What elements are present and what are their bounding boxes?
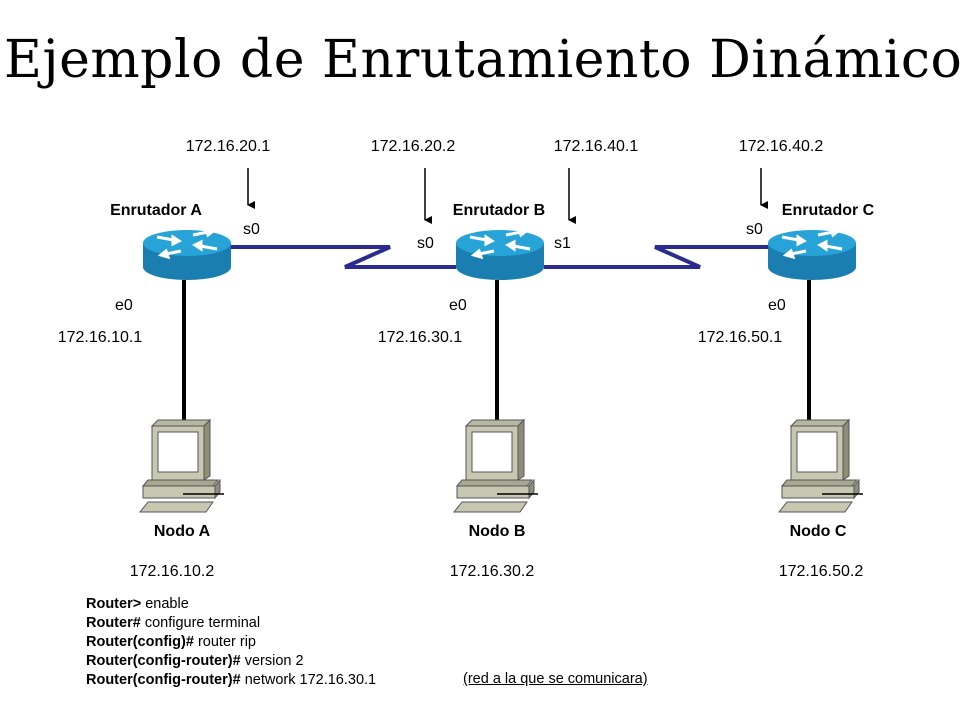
interface-label: s0: [417, 235, 434, 252]
command-line: Router(config-router)# version 2: [86, 652, 376, 671]
router-name: Enrutador A: [110, 202, 202, 219]
router-a-icon[interactable]: [141, 227, 233, 282]
serial-link-b-c: [544, 245, 768, 269]
prompt: Router(config)#: [86, 634, 194, 650]
prompt: Router(config-router)#: [86, 653, 241, 669]
interface-label: s1: [554, 235, 571, 252]
interface-label: s0: [746, 221, 763, 238]
ip-label: 172.16.50.1: [698, 329, 783, 346]
command: router rip: [193, 634, 256, 650]
command: network 172.16.30.1: [240, 672, 377, 688]
command-line: Router# configure terminal: [86, 614, 376, 633]
ip-label: 172.16.30.2: [450, 563, 535, 580]
ip-label: 172.16.10.1: [58, 329, 143, 346]
interface-label: s0: [243, 221, 260, 238]
ip-label: 172.16.30.1: [378, 329, 463, 346]
ip-label: 172.16.20.1: [186, 138, 271, 155]
router-name: Enrutador C: [782, 202, 875, 219]
network-note: (red a la que se comunicara): [463, 671, 648, 687]
router-name: Enrutador B: [453, 202, 545, 219]
prompt: Router#: [86, 615, 141, 631]
node-a-pc-icon[interactable]: [139, 419, 225, 513]
interface-label: e0: [115, 297, 133, 314]
router-b-icon[interactable]: [454, 227, 546, 282]
prompt: Router(config-router)#: [86, 672, 241, 688]
prompt: Router>: [86, 596, 142, 612]
command: configure terminal: [140, 615, 261, 631]
serial-link-a-b: [231, 245, 456, 269]
interface-label: e0: [768, 297, 786, 314]
interface-label: e0: [449, 297, 467, 314]
ip-label: 172.16.40.2: [739, 138, 824, 155]
command-line: Router(config-router)# network 172.16.30…: [86, 671, 376, 690]
command: enable: [141, 596, 189, 612]
ip-label: 172.16.50.2: [779, 563, 864, 580]
command-line: Router(config)# router rip: [86, 633, 376, 652]
node-name: Nodo A: [154, 523, 211, 540]
ip-label: 172.16.40.1: [554, 138, 639, 155]
ip-label: 172.16.20.2: [371, 138, 456, 155]
node-b-pc-icon[interactable]: [453, 419, 539, 513]
node-c-pc-icon[interactable]: [778, 419, 864, 513]
node-name: Nodo C: [790, 523, 847, 540]
command-list: Router> enable Router# configure termina…: [86, 595, 376, 690]
command-line: Router> enable: [86, 595, 376, 614]
router-c-icon[interactable]: [766, 227, 858, 282]
page-title: Ejemplo de Enrutamiento Dinámico: [4, 30, 960, 90]
ip-label: 172.16.10.2: [130, 563, 215, 580]
command: version 2: [240, 653, 304, 669]
node-name: Nodo B: [469, 523, 526, 540]
